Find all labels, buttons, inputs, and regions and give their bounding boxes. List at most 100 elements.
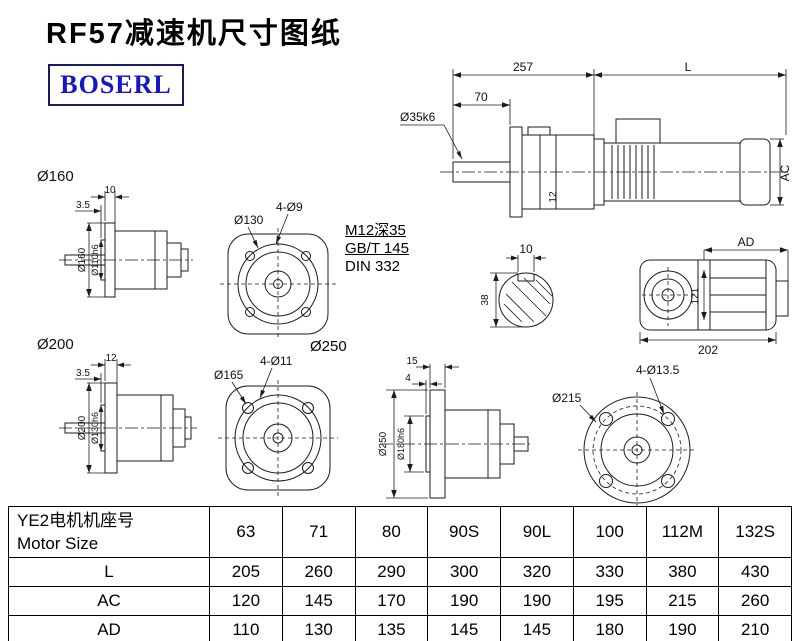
- table-cell: 290: [354, 557, 429, 587]
- table-cell: 180: [572, 615, 647, 641]
- dim-overall-length: 257: [513, 60, 533, 74]
- view200-dimensions: 12 3.5 Ø200 Ø130h6: [75, 353, 131, 474]
- shaft-section-body: [498, 272, 554, 328]
- drawing-shaft-key-section: 10 38: [480, 242, 554, 328]
- size-column-header: 80: [354, 506, 429, 558]
- dim-shaft-diameter: Ø35k6: [400, 110, 436, 124]
- table-header-cn: YE2电机机座号: [17, 511, 135, 530]
- dim-spigot-thickness: 4: [405, 373, 411, 384]
- table-cell: 260: [281, 557, 356, 587]
- table-cell: 190: [500, 586, 574, 616]
- view250-dimensions: 15 4 Ø250 Ø180h6: [378, 356, 459, 499]
- table-row-AC: AC 120 145 170 190 190 195 215 260: [8, 586, 792, 616]
- size-column-header: 132S: [718, 506, 792, 558]
- dim-shaft-length: 70: [474, 90, 488, 104]
- table-row-AD: AD 110 130 135 145 145 180 190 210: [8, 615, 792, 641]
- dim-spigot-thickness: 3.5: [76, 200, 90, 211]
- motor-dimension-table: YE2电机机座号 Motor Size 63 71 80 90S 90L 100…: [8, 506, 792, 641]
- assembly-motor: [593, 118, 771, 206]
- table-header-en: Motor Size: [17, 534, 99, 553]
- dim-key-width: 10: [519, 242, 533, 256]
- table-cell: 145: [427, 615, 501, 641]
- label-view200-title: Ø200: [37, 336, 74, 353]
- table-cell: 135: [354, 615, 429, 641]
- table-cell: 430: [718, 557, 792, 587]
- dim-bolt-holes: 4-Ø9: [276, 200, 303, 214]
- drawing-assembly-side-view: 257 L 70 Ø35k6 12: [400, 60, 792, 218]
- brand-logo-text: BOSERL: [60, 70, 172, 99]
- view200-body: [59, 382, 197, 474]
- dim-spigot-thickness: 3.5: [76, 368, 90, 379]
- flange215-dimensions: 4-Ø13.5 Ø215: [552, 363, 680, 423]
- label-view250-title: Ø250: [310, 338, 347, 355]
- flange130-dimensions: 4-Ø9 Ø130: [234, 200, 303, 249]
- table-cell: 120: [209, 586, 283, 616]
- dim-bolt-holes: 4-Ø13.5: [636, 363, 680, 377]
- row-label: AC: [8, 586, 210, 616]
- dim-motor-length: L: [685, 60, 692, 74]
- row-label: AD: [8, 615, 210, 641]
- table-cell: 260: [718, 586, 792, 616]
- page-title: RF57减速机尺寸图纸: [46, 18, 342, 50]
- flange165-body: [218, 380, 338, 496]
- view160-body: [59, 222, 193, 298]
- note-standard-gbt: GB/T 145: [345, 240, 409, 257]
- table-cell: 205: [209, 557, 283, 587]
- flange165-dimensions: 4-Ø11 Ø165: [214, 354, 293, 405]
- table-cell: 380: [645, 557, 720, 587]
- view250-body: [380, 389, 530, 499]
- note-tapped-hole: M12深35: [345, 222, 406, 239]
- note-standard-din: DIN 332: [345, 258, 401, 275]
- flange215-body: [578, 392, 696, 506]
- table-cell: 130: [281, 615, 356, 641]
- shaft-section-dimensions: 10 38: [480, 242, 546, 328]
- dim-flange-thickness: 12: [105, 353, 117, 364]
- flange130-body: [220, 228, 336, 338]
- table-cell: 320: [500, 557, 574, 587]
- brand-logo: BOSERL: [48, 64, 184, 106]
- dim-flange-thickness: 10: [104, 185, 116, 196]
- table-cell: 110: [209, 615, 283, 641]
- table-cell: 300: [427, 557, 501, 587]
- table-cell: 195: [572, 586, 647, 616]
- dim-spigot-diameter: Ø180h6: [396, 428, 406, 460]
- motor-rear-dimensions: AD 121 202: [639, 235, 789, 357]
- table-cell: 145: [500, 615, 574, 641]
- assembly-dimensions: 257 L 70 Ø35k6 12: [400, 60, 787, 203]
- table-header-row: YE2电机机座号 Motor Size 63 71 80 90S 90L 100…: [8, 506, 792, 558]
- table-cell: 215: [645, 586, 720, 616]
- dim-flange-diameter: Ø215: [552, 391, 582, 405]
- drawing-200-side-view: Ø200 12 3.5 Ø200 Ø130h6: [37, 336, 197, 474]
- size-column-header: 112M: [645, 506, 720, 558]
- dim-ad: AD: [738, 235, 755, 249]
- size-column-header: 90S: [427, 506, 501, 558]
- table-cell: 210: [718, 615, 792, 641]
- label-view160-title: Ø160: [37, 168, 74, 185]
- dim-spigot-diameter: Ø110h6: [90, 244, 100, 275]
- size-column-header: 63: [209, 506, 283, 558]
- shaft-end-notes: M12深35 GB/T 145 DIN 332: [345, 222, 409, 276]
- table-cell: 190: [645, 615, 720, 641]
- dim-flange-diameter: Ø130: [234, 213, 264, 227]
- table-cell: 190: [427, 586, 501, 616]
- dim-section-height: 38: [480, 294, 491, 306]
- size-column-header: 100: [572, 506, 647, 558]
- dim-flange-diameter: Ø165: [214, 368, 244, 382]
- table-cell: 170: [354, 586, 429, 616]
- dim-ac: AC: [778, 164, 792, 181]
- size-column-header: 71: [281, 506, 356, 558]
- dim-spigot-diameter: Ø130h6: [90, 412, 100, 444]
- dim-bolt-holes: 4-Ø11: [260, 354, 293, 368]
- motor-rear-body: [639, 259, 789, 331]
- row-label: L: [8, 557, 210, 587]
- dim-202: 202: [698, 343, 718, 357]
- table-cell: 330: [572, 557, 647, 587]
- size-column-header: 90L: [500, 506, 574, 558]
- table-cell: 145: [281, 586, 356, 616]
- drawing-250-side-view: 15 4 Ø250 Ø180h6: [378, 356, 530, 499]
- drawing-motor-rear-view: AD 121 202: [639, 235, 789, 357]
- table-row-L: L 205 260 290 300 320 330 380 430: [8, 557, 792, 587]
- drawing-flange165-front-view: 4-Ø11 Ø165: [214, 354, 338, 496]
- dim-key: 12: [548, 191, 559, 203]
